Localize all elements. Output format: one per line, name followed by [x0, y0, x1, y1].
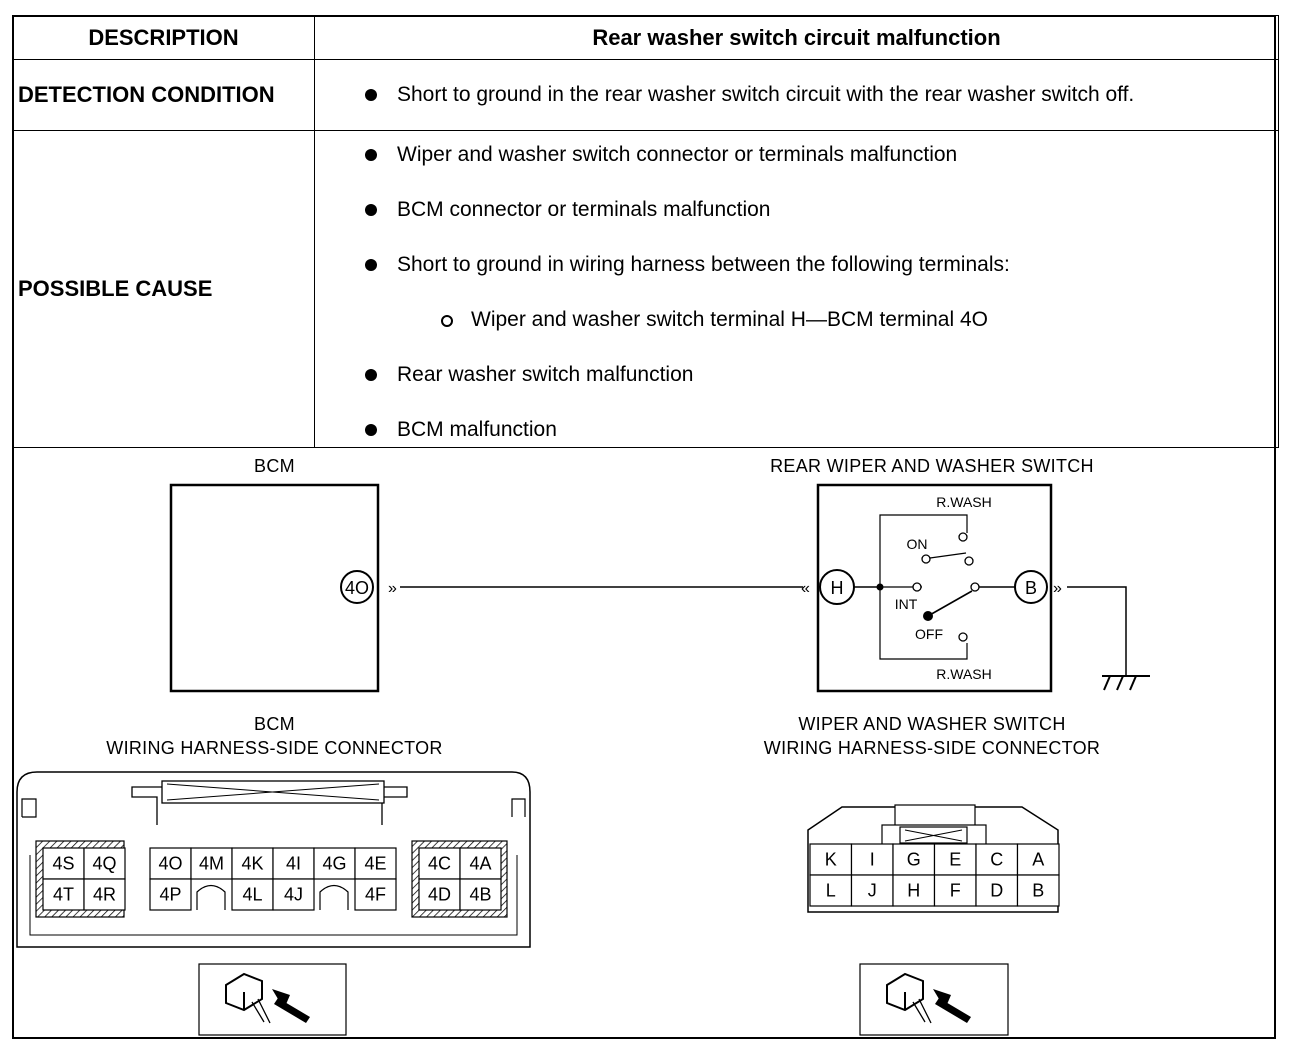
bcm-view-icon — [198, 963, 347, 1036]
bcm-pin-cell — [313, 847, 356, 880]
bcm-pin-label: 4O — [158, 854, 182, 874]
possible-cause-cell: Wiper and washer switch connector or ter… — [314, 130, 1279, 448]
bcm-pin-label: 4T — [53, 885, 74, 905]
switch-terminal-h-label: H — [831, 578, 844, 598]
bcm-title: BCM — [254, 456, 295, 476]
bcm-pin-label: 4K — [241, 854, 263, 874]
bullet-icon — [365, 423, 377, 436]
detection-item: Short to ground in the rear washer switc… — [315, 81, 1238, 109]
bcm-pin-label: 4J — [284, 885, 303, 905]
dtc-table: DESCRIPTION Rear washer switch circuit m… — [12, 15, 1279, 448]
bcm-pin-label: 4R — [93, 885, 116, 905]
switch-pin-label: C — [990, 850, 1003, 870]
detection-condition-label: DETECTION CONDITION — [12, 59, 315, 131]
bcm-box — [169, 483, 380, 693]
switch-pin-label: L — [826, 881, 836, 901]
bcm-pin-cell — [272, 847, 315, 880]
outer-frame — [12, 15, 1276, 1039]
off-label: OFF — [915, 626, 943, 642]
bcm-pin-label: 4S — [52, 854, 74, 874]
bcm-pin-label: 4D — [428, 885, 451, 905]
bullet-icon — [365, 89, 377, 101]
cause-item: Wiper and washer switch connector or ter… — [315, 141, 1278, 169]
switch-pin-cell — [933, 874, 977, 907]
switch-connector-title-2: WIRING HARNESS-SIDE CONNECTOR — [763, 738, 1101, 758]
connector-mark-icon: « — [801, 580, 810, 597]
wiring-diagram: BCM REAR WIPER AND WASHER SWITCH BCM WIR… — [12, 447, 1278, 1039]
bcm-pin-label: 4B — [469, 885, 491, 905]
description-label: DESCRIPTION — [12, 15, 315, 60]
switch-terminal-b-circle — [1014, 570, 1048, 604]
ground-icon — [1102, 675, 1150, 691]
bcm-pin-label: 4I — [286, 854, 301, 874]
switch-pin-cell — [809, 843, 853, 876]
cause-item: Rear washer switch malfunction — [315, 361, 1278, 389]
bcm-terminal-circle — [340, 570, 374, 604]
bcm-terminal-label: 4O — [345, 578, 369, 598]
bcm-connector-title-2: WIRING HARNESS-SIDE CONNECTOR — [106, 738, 443, 758]
switch-pin-cell — [1016, 874, 1060, 907]
switch-terminal-b-label: B — [1025, 578, 1037, 598]
connector-mark-icon: » — [388, 580, 397, 597]
bcm-pin-label: 4E — [364, 854, 386, 874]
switch-title: REAR WIPER AND WASHER SWITCH — [770, 456, 1094, 476]
switch-view-icon — [859, 963, 1009, 1036]
r-wash-bottom-label: R.WASH — [936, 666, 991, 682]
bcm-pin-cell — [272, 878, 315, 911]
switch-pin-label: J — [868, 881, 877, 901]
bcm-key-notch — [319, 884, 349, 910]
switch-pin-label: K — [825, 850, 837, 870]
bcm-pin-label: 4A — [469, 854, 491, 874]
bcm-key-notch — [196, 884, 226, 910]
bullet-icon — [365, 203, 377, 216]
cause-item: Short to ground in wiring harness betwee… — [315, 251, 1278, 279]
bcm-pin-cell — [42, 847, 85, 880]
bcm-pin-cell — [354, 878, 397, 911]
schematic-svg: 4O » « H R.WASH ON INT OFF R.WASH B » — [16, 483, 1150, 1036]
switch-pin-label: F — [950, 881, 961, 901]
on-label: ON — [907, 536, 928, 552]
description-value: Rear washer switch circuit malfunction — [314, 15, 1279, 60]
bcm-pin-label: 4Q — [92, 854, 116, 874]
switch-pin-cell — [1016, 843, 1060, 876]
bcm-pin-cell — [459, 878, 502, 911]
bcm-pin-label: 4M — [199, 854, 224, 874]
cause-item: BCM connector or terminals malfunction — [315, 196, 1278, 224]
switch-pin-label: E — [949, 850, 961, 870]
bcm-pin-label: 4C — [428, 854, 451, 874]
r-wash-top-label: R.WASH — [936, 494, 991, 510]
bcm-connector-title-1: BCM — [254, 714, 295, 734]
bcm-pin-label: 4G — [322, 854, 346, 874]
bcm-pin-cell — [83, 847, 126, 880]
switch-pin-label: A — [1032, 850, 1044, 870]
bcm-pin-cell — [231, 847, 274, 880]
int-label: INT — [895, 596, 918, 612]
bcm-pin-label: 4L — [242, 885, 262, 905]
bcm-pin-cell — [149, 878, 192, 911]
circle-bullet-icon — [441, 314, 453, 327]
possible-cause-label: POSSIBLE CAUSE — [12, 130, 315, 448]
bcm-pin-label: 4F — [365, 885, 386, 905]
bullet-icon — [365, 368, 377, 381]
cause-sub-item: Wiper and washer switch terminal H—BCM t… — [315, 306, 1278, 334]
switch-pin-label: G — [907, 850, 921, 870]
switch-pin-label: H — [907, 881, 920, 901]
switch-pin-cell — [809, 874, 853, 907]
connector-mark-icon: » — [1053, 580, 1062, 597]
bcm-pin-cell — [459, 847, 502, 880]
switch-box — [816, 483, 1053, 693]
switch-pin-label: B — [1032, 881, 1044, 901]
cause-item: BCM malfunction — [315, 416, 1278, 444]
switch-pin-cell — [892, 874, 936, 907]
bcm-pin-cell — [83, 878, 126, 911]
switch-pin-label: D — [990, 881, 1003, 901]
switch-pin-label: I — [870, 850, 875, 870]
bcm-pin-label: 4P — [159, 885, 181, 905]
bullet-icon — [365, 148, 377, 161]
bcm-pin-cell — [190, 847, 233, 880]
switch-connector-title-1: WIPER AND WASHER SWITCH — [798, 714, 1066, 734]
bullet-icon — [365, 258, 377, 271]
